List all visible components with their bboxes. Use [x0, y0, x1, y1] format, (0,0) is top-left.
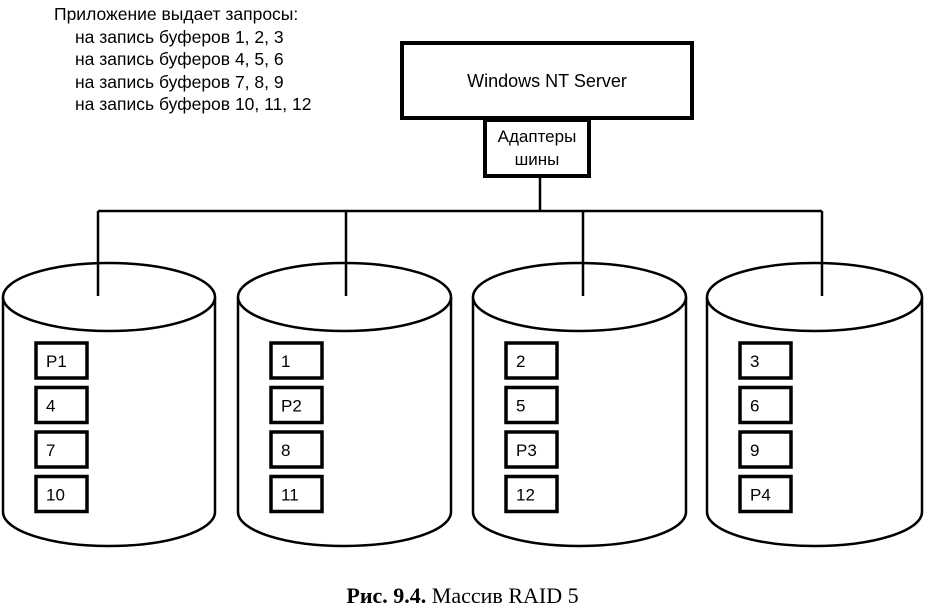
disk-4: 3 6 9P4: [705, 211, 924, 548]
data-block: [504, 474, 559, 514]
request-line: на запись буферов 7, 8, 9: [75, 71, 284, 92]
data-block-label: 3: [750, 352, 759, 371]
disk-1: P1 4 7 10: [1, 211, 217, 548]
request-line: на запись буферов 1, 2, 3: [75, 26, 284, 47]
data-block: [34, 430, 89, 469]
data-block: [269, 341, 324, 380]
data-block-label: 12: [516, 486, 535, 505]
request-line: на запись буферов 4, 5, 6: [75, 49, 284, 69]
request-line: на запись буферов 10, 11, 12: [75, 94, 312, 114]
adapter-label-line2: шины: [515, 150, 560, 169]
data-block-label: 10: [46, 486, 65, 505]
data-block: [269, 474, 324, 514]
parity-block-label: P4: [750, 486, 771, 505]
disk-top: [1, 261, 217, 333]
data-block-label: 5: [516, 397, 525, 416]
requests-list: Приложение выдает запросы: на запись буф…: [54, 3, 312, 116]
data-block: [269, 385, 324, 425]
requests-heading: Приложение выдает запросы:: [54, 4, 299, 24]
data-block-label: 7: [46, 441, 55, 460]
data-block: [738, 341, 793, 380]
figure-caption: Рис. 9.4. Массив RAID 5: [0, 583, 925, 609]
parity-block-label: P2: [281, 397, 302, 416]
data-block-label: 11: [281, 486, 299, 505]
data-block: [269, 430, 324, 469]
disks-layer: P1 4 7 10 1P2 8 11 2 5P3 12 3 6 9P4: [1, 211, 924, 548]
data-block: [738, 430, 793, 469]
data-block-label: 2: [516, 352, 525, 371]
disk-top: [236, 261, 453, 333]
data-block: [34, 474, 89, 514]
disk-3: 2 5P3 12: [471, 211, 688, 548]
data-block-label: 6: [750, 397, 759, 416]
data-block-label: 9: [750, 441, 759, 460]
data-block-label: 4: [46, 397, 55, 416]
data-block-label: 8: [281, 441, 290, 460]
disk-2: 1P2 8 11: [236, 211, 453, 548]
bus-adapter-box: [483, 118, 591, 178]
data-block: [34, 385, 89, 425]
adapter-label-line1: Адаптеры: [498, 127, 577, 146]
data-block: [504, 385, 559, 425]
disk-top: [705, 261, 924, 333]
caption-prefix: Рис. 9.4.: [346, 583, 427, 608]
data-block: [34, 341, 89, 380]
parity-block-label: P1: [46, 352, 67, 371]
parity-block-label: P3: [516, 441, 537, 460]
server-label: Windows NT Server: [467, 71, 627, 91]
caption-title: Массив RAID 5: [431, 583, 579, 608]
disk-top: [471, 261, 688, 333]
data-block-label: 1: [281, 352, 290, 371]
data-block: [504, 430, 559, 469]
data-block: [504, 341, 559, 380]
data-block: [738, 385, 793, 425]
data-block: [738, 474, 793, 514]
